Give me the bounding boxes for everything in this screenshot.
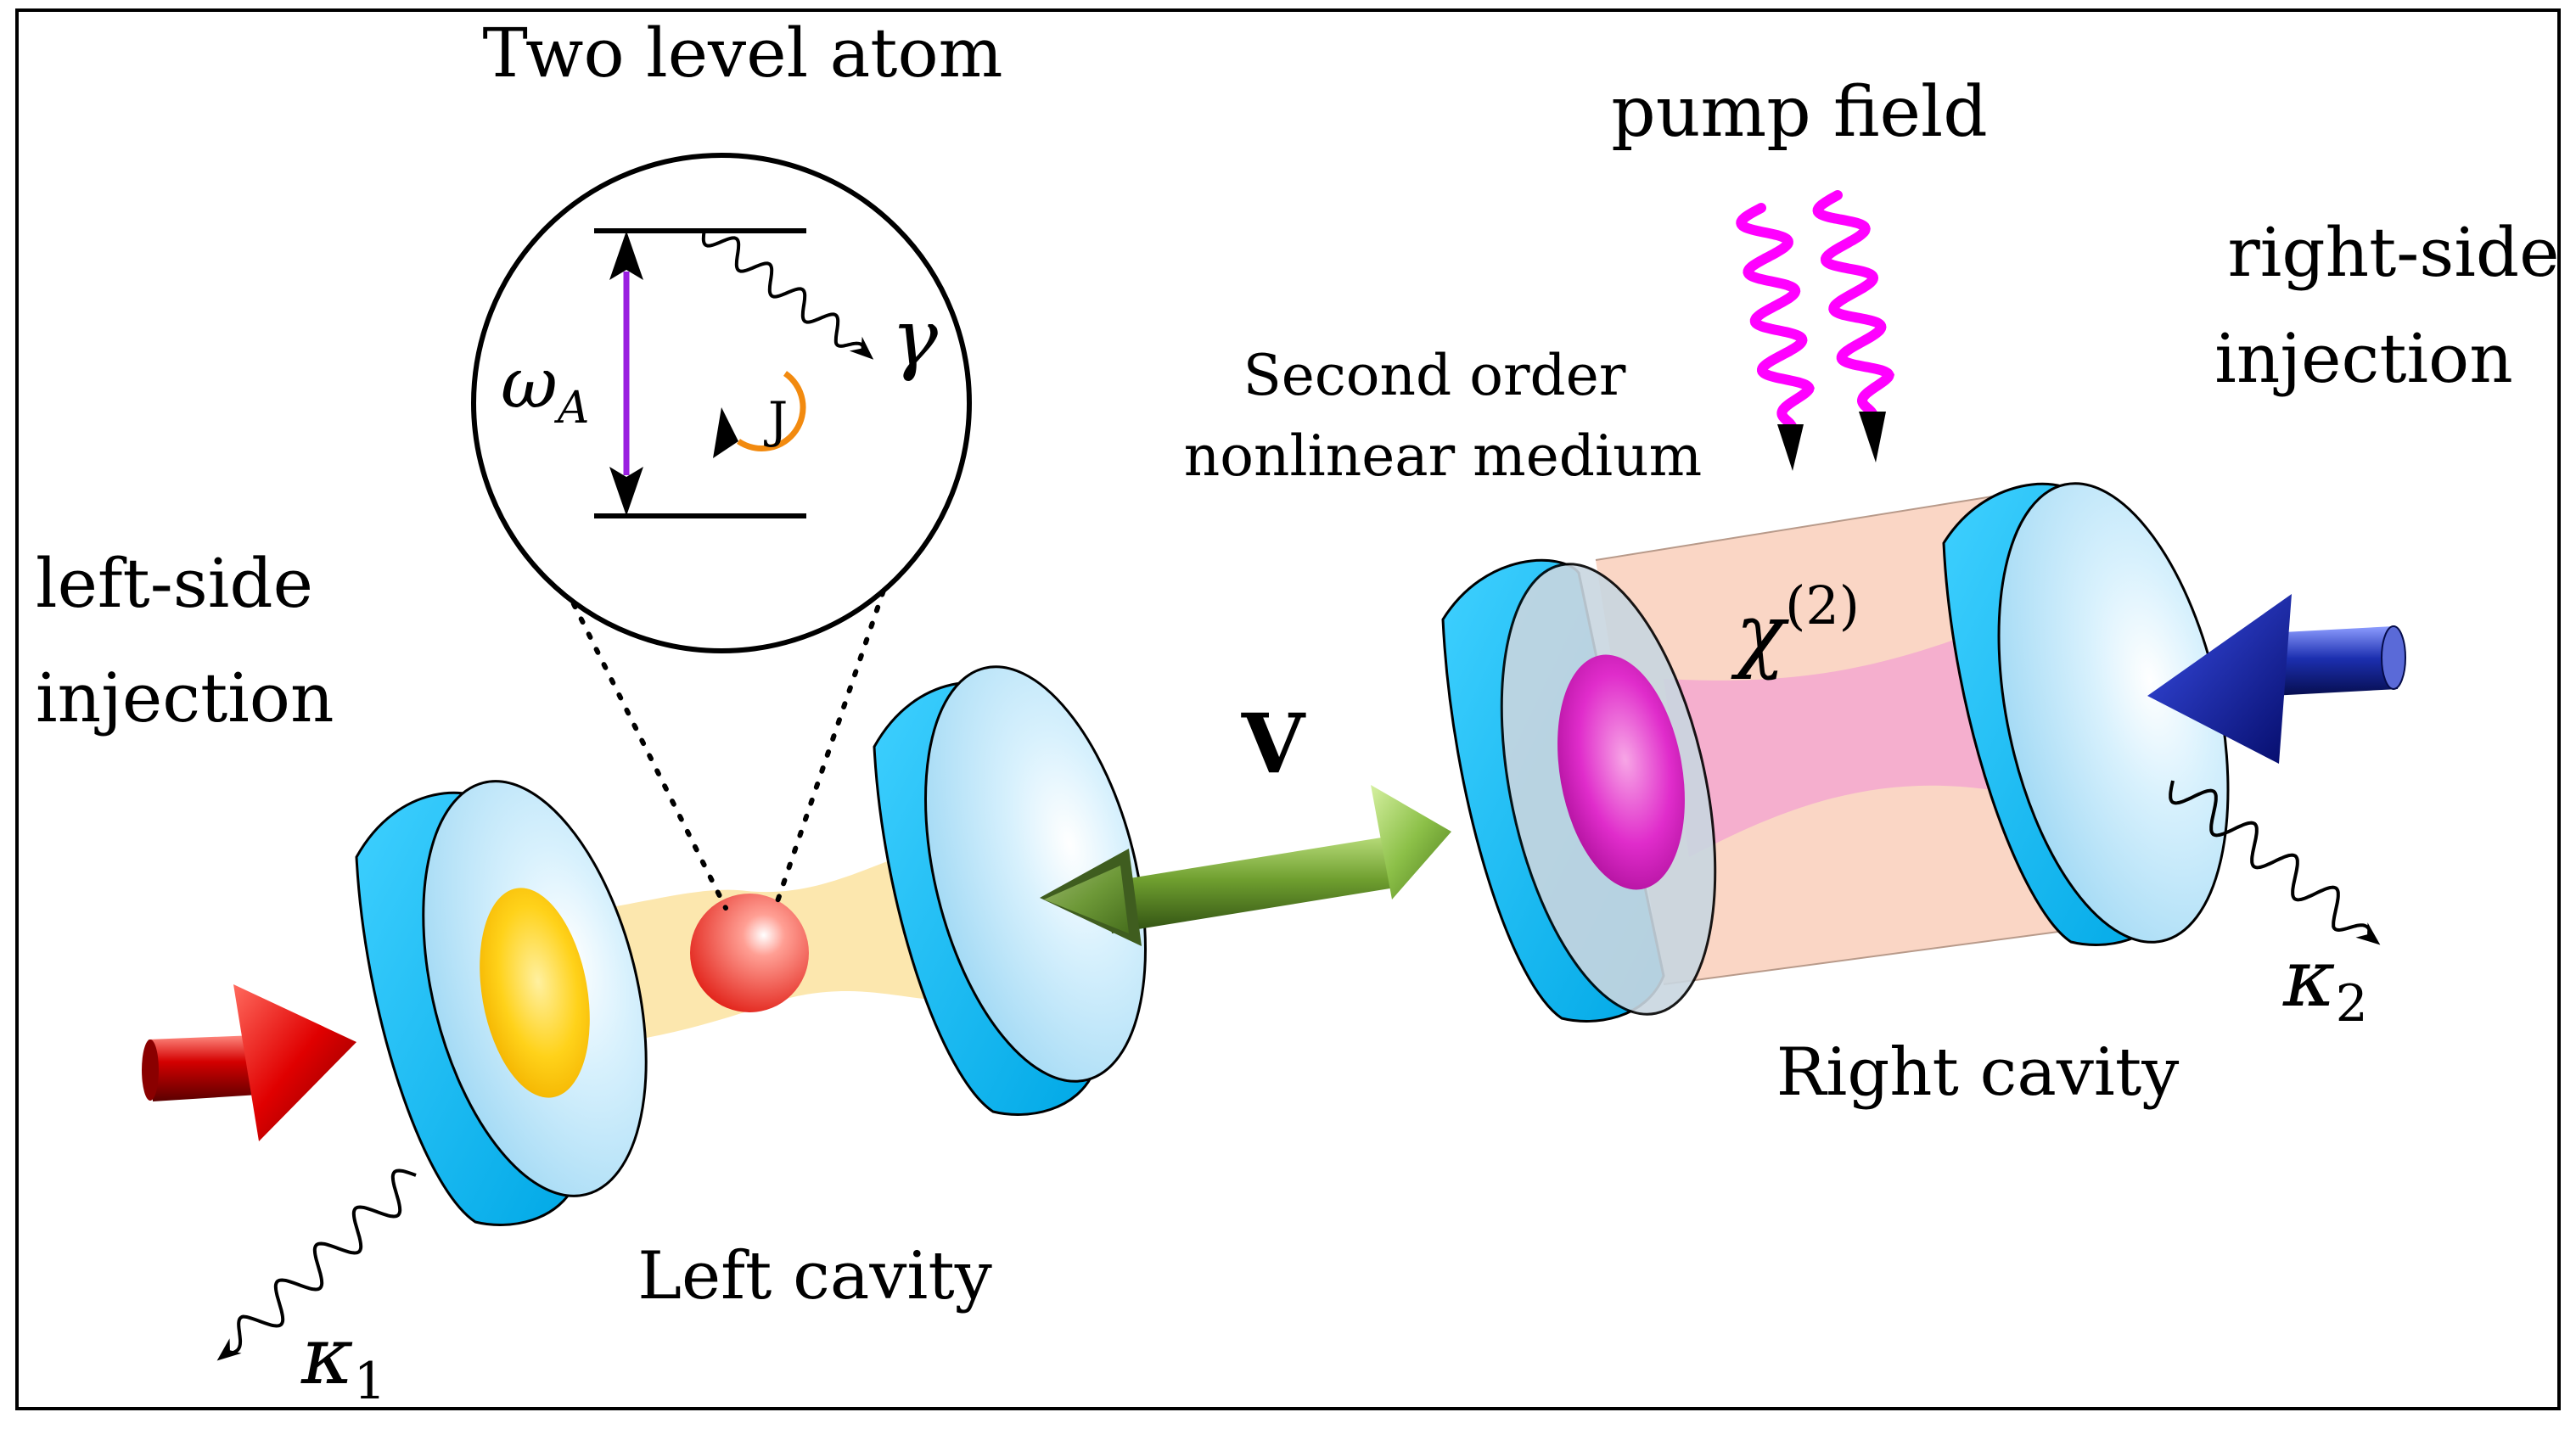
chi-label: χ(2) — [1731, 574, 1860, 681]
atom-sphere — [690, 894, 809, 1012]
left-injection-label-line1: left-side — [36, 544, 313, 623]
frame-border — [15, 8, 2561, 1410]
kappa2-label: κ2 — [2282, 933, 2368, 1034]
left-cavity-label: Left cavity — [637, 1238, 992, 1314]
mirror-left-cavity-input — [355, 780, 648, 1226]
pump-field-label: pump field — [1611, 72, 1988, 153]
j-label: J — [764, 391, 788, 449]
j-loop-arrow — [737, 371, 806, 452]
omega-label: ωA — [501, 344, 589, 434]
coupling-arrow — [1040, 785, 1451, 946]
kappa1-decay-arrow — [216, 1168, 417, 1361]
left-injection-arrow — [142, 984, 356, 1141]
medium-label-line2: nonlinear medium — [1184, 423, 1703, 489]
mirror-right-cavity-input — [1441, 558, 1717, 1023]
kappa2-decay-arrow — [2169, 780, 2381, 945]
right-injection-label-line1: right-side — [2228, 213, 2560, 292]
gamma-decay-arrow — [701, 228, 874, 360]
right-cavity-label: Right cavity — [1776, 1034, 2180, 1111]
left-injection-label-line2: injection — [36, 658, 334, 737]
right-injection-label-line2: injection — [2214, 319, 2512, 398]
pump-field-waves — [1736, 190, 1895, 471]
coupling-label: V — [1241, 696, 1306, 792]
mirror-right-cavity-output — [1942, 482, 2230, 946]
atom-inset — [471, 153, 972, 911]
medium-label-line1: Second order — [1243, 343, 1626, 408]
right-injection-arrow — [2147, 594, 2406, 764]
atom-title: Two level atom — [483, 14, 1003, 92]
mirror-left-cavity-output — [873, 665, 1147, 1116]
left-spot — [480, 888, 590, 1098]
kappa1-label: κ1 — [300, 1310, 386, 1411]
right-spot — [1557, 654, 1685, 890]
gamma-label: γ — [891, 293, 939, 384]
